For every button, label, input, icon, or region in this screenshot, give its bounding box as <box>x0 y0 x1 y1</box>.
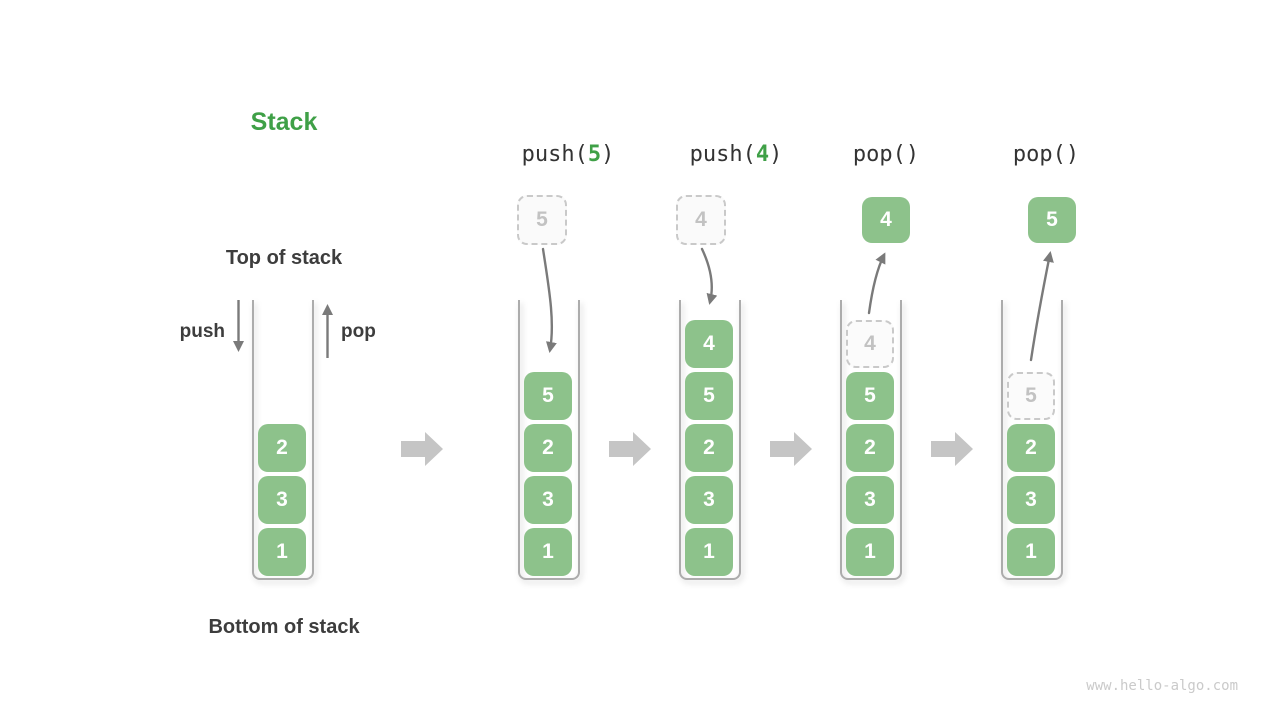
stack-item: 2 <box>258 424 306 472</box>
stack-item: 1 <box>524 528 572 576</box>
stack-vessel <box>518 300 580 580</box>
stack-item: 3 <box>685 476 733 524</box>
stack-item: 1 <box>1007 528 1055 576</box>
stack-item: 3 <box>846 476 894 524</box>
popped-value: 4 <box>880 208 892 231</box>
stack-item: 2 <box>524 424 572 472</box>
op-label-pop-1: pop() <box>796 142 976 167</box>
op-pre: pop() <box>1012 142 1080 167</box>
stack-item: 3 <box>524 476 572 524</box>
top-of-stack-label: Top of stack <box>225 247 343 269</box>
transition-arrow-3 <box>770 432 812 466</box>
transition-arrow-1 <box>401 432 443 466</box>
op-label-push-5: push(5) <box>478 142 658 167</box>
stack-item: 4 <box>685 320 733 368</box>
popped-value-box-5: 5 <box>1028 197 1076 243</box>
stack-item: 1 <box>846 528 894 576</box>
watermark: www.hello-algo.com <box>1086 678 1238 694</box>
stack-initial: 2 3 1 <box>252 300 314 580</box>
op-arg: 5 <box>587 142 602 167</box>
stack-vessel <box>252 300 314 580</box>
incoming-value-box-4: 4 <box>676 195 726 245</box>
stack-vessel <box>679 300 741 580</box>
op-pre: push( <box>689 142 756 167</box>
transition-arrow-4 <box>931 432 973 466</box>
stack-item: 2 <box>1007 424 1055 472</box>
op-pre: push( <box>521 142 588 167</box>
push-label: push <box>179 321 225 342</box>
op-label-pop-2: pop() <box>956 142 1136 167</box>
push-4-curve-arrow <box>700 247 718 305</box>
stack-item: 5 <box>685 372 733 420</box>
stack-item: 1 <box>685 528 733 576</box>
stack-after-pop-5: 5 2 3 1 <box>1001 300 1063 580</box>
op-arg: 4 <box>755 142 770 167</box>
op-post: ) <box>769 142 783 167</box>
stack-item: 3 <box>258 476 306 524</box>
popped-value-box-4: 4 <box>862 197 910 243</box>
bottom-of-stack-label: Bottom of stack <box>208 616 360 638</box>
stack-after-push-4: 4 5 2 3 1 <box>679 300 741 580</box>
op-pre: pop() <box>852 142 920 167</box>
stack-item: 1 <box>258 528 306 576</box>
transition-arrow-2 <box>609 432 651 466</box>
stack-after-pop-4: 4 5 2 3 1 <box>840 300 902 580</box>
stack-item: 2 <box>846 424 894 472</box>
stack-item: 5 <box>524 372 572 420</box>
op-label-push-4: push(4) <box>646 142 826 167</box>
op-post: ) <box>601 142 615 167</box>
pop-label: pop <box>341 321 376 342</box>
figure-title: Stack <box>250 108 318 136</box>
stack-after-push-5: 5 2 3 1 <box>518 300 580 580</box>
stack-item-removed: 5 <box>1007 372 1055 420</box>
incoming-value-box-5: 5 <box>517 195 567 245</box>
stack-item-removed: 4 <box>846 320 894 368</box>
stack-item: 3 <box>1007 476 1055 524</box>
stack-item: 2 <box>685 424 733 472</box>
stack-vessel <box>1001 300 1063 580</box>
incoming-value: 4 <box>695 208 707 231</box>
stack-item: 5 <box>846 372 894 420</box>
stack-vessel <box>840 300 902 580</box>
popped-value: 5 <box>1046 208 1058 231</box>
incoming-value: 5 <box>536 208 548 231</box>
